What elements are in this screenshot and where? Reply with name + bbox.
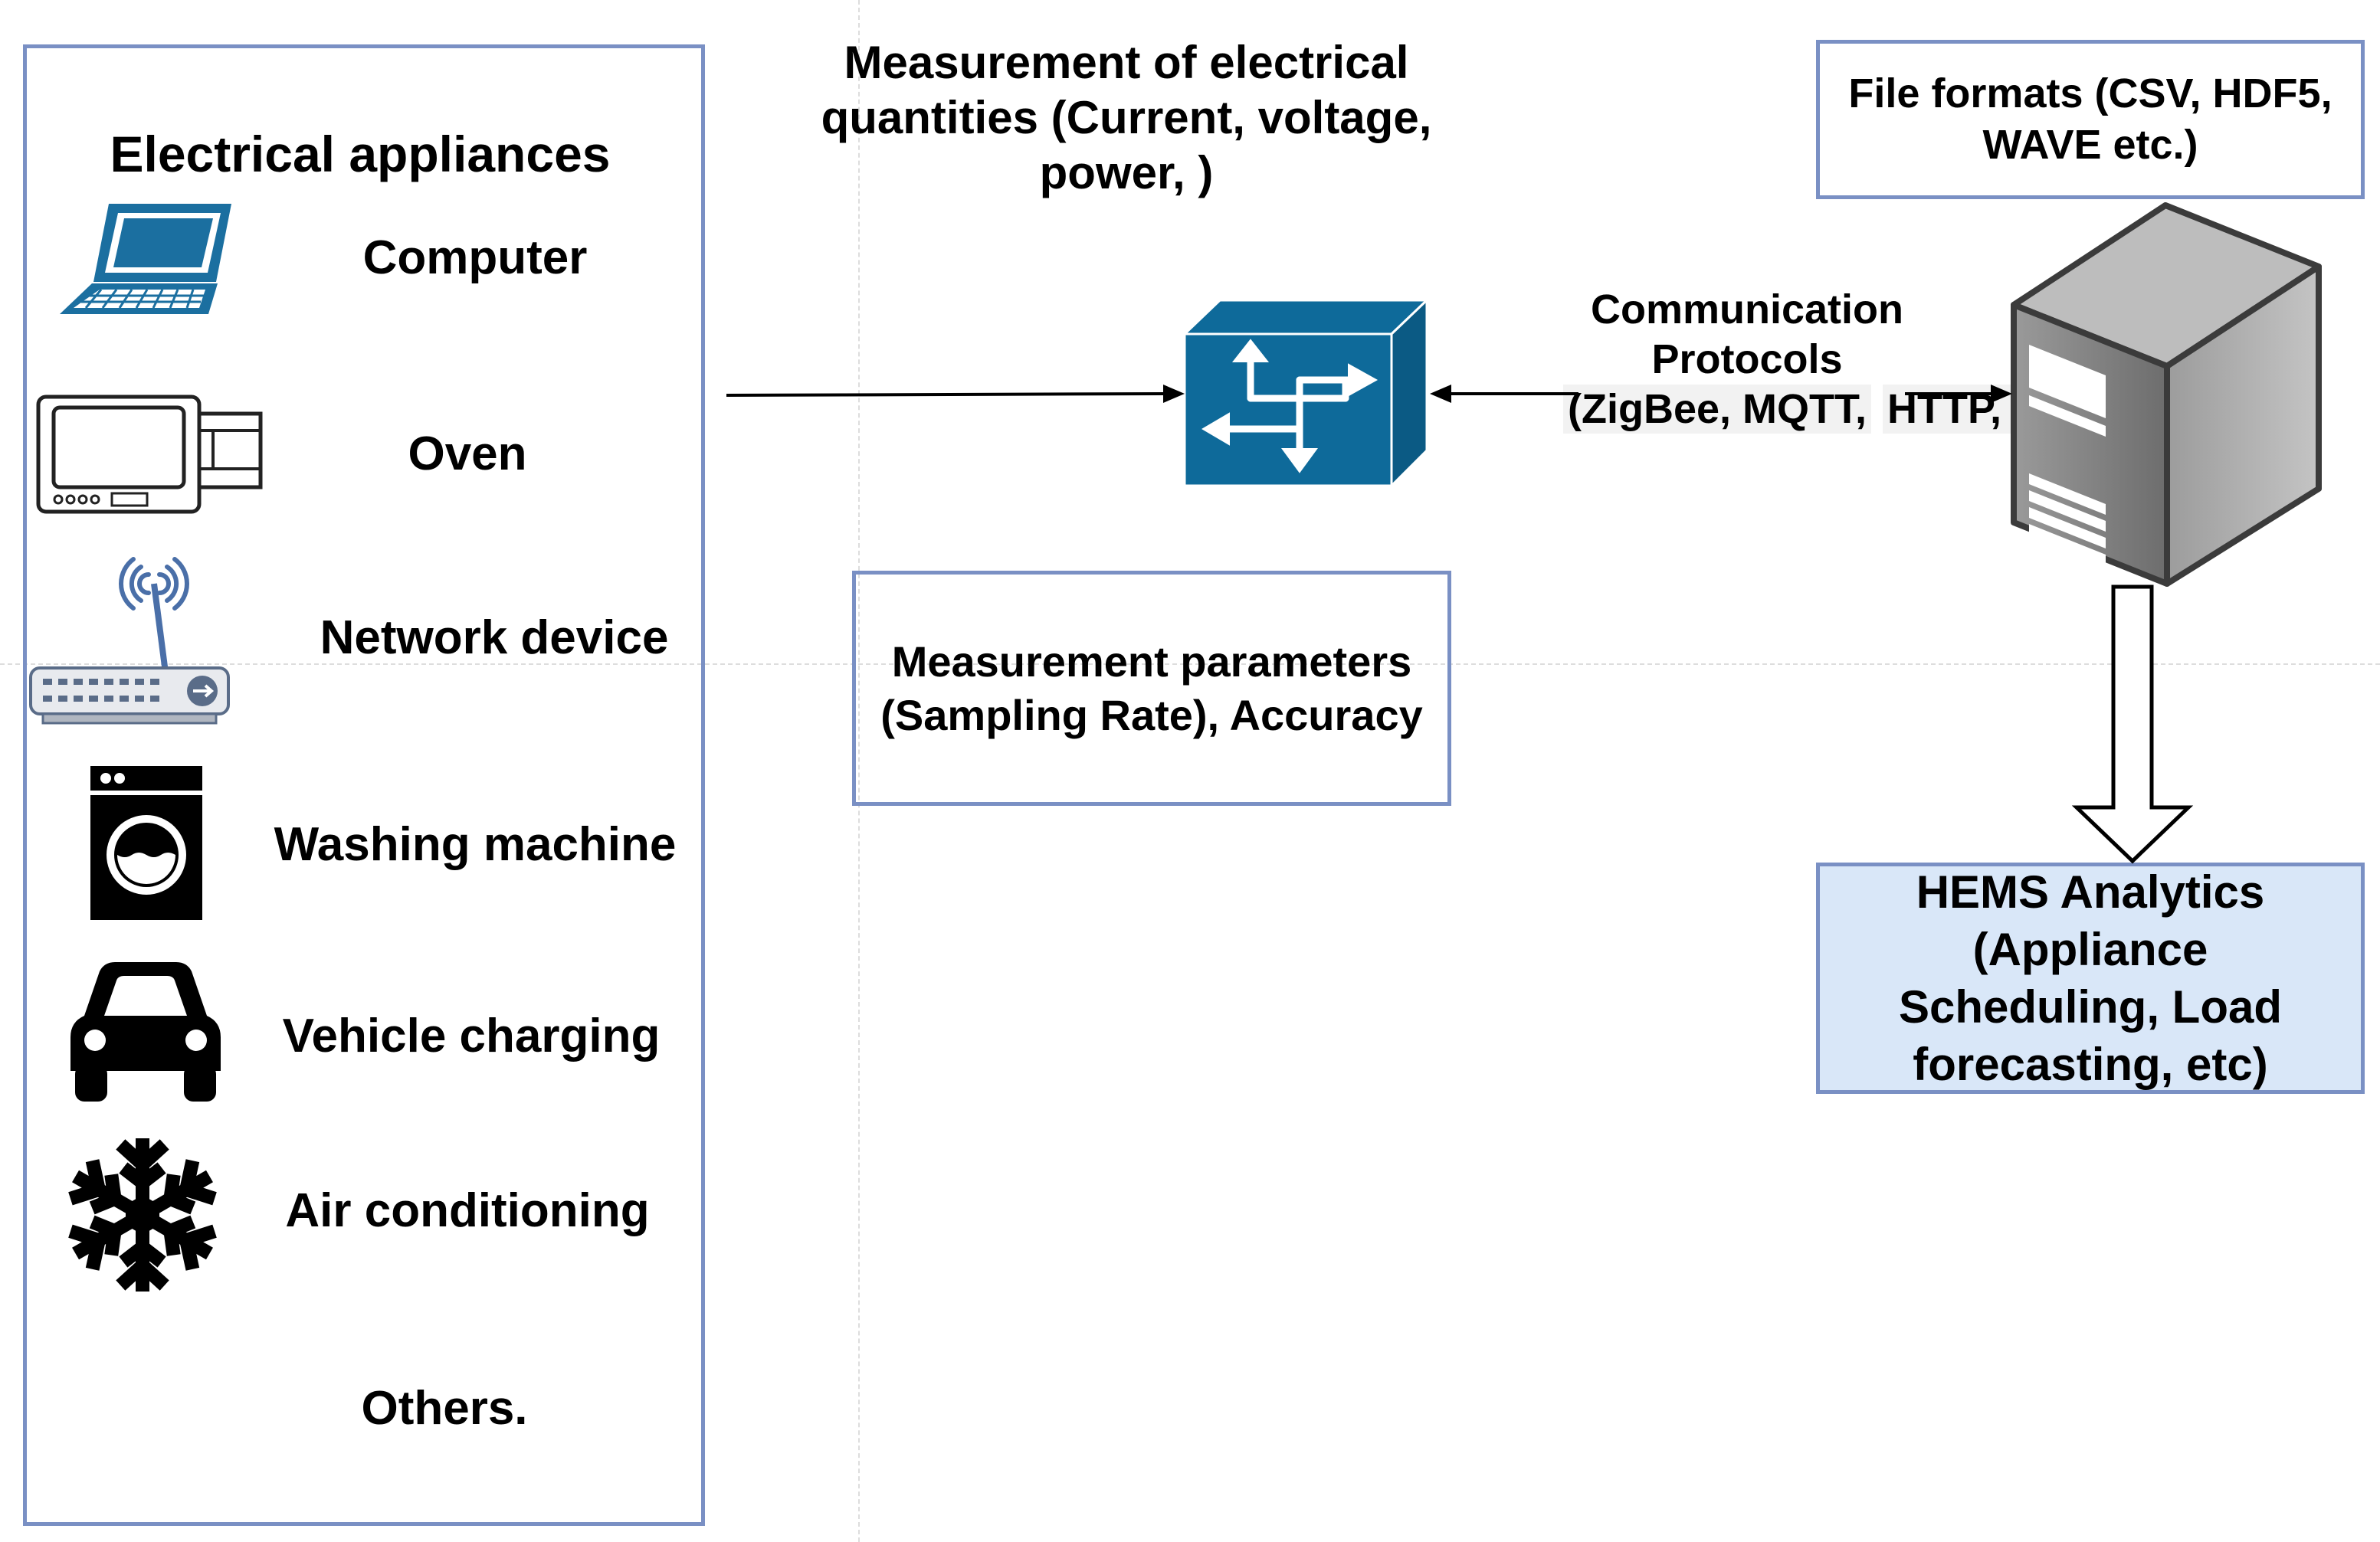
communication-line-2: Protocols [1651, 336, 1843, 382]
appliance-label-oven: Oven [408, 427, 527, 480]
hems-analytics-box: HEMS Analytics (Appliance Scheduling, Lo… [1816, 863, 2365, 1094]
measurement-quantities-line-2: quantities (Current, voltage, [821, 92, 1432, 143]
measurement-parameters-line-1: Measurement parameters [891, 637, 1412, 686]
guide-line-vertical [858, 0, 860, 1542]
communication-protocols-text: Communication Protocols (ZigBee, MQTT, H… [1563, 285, 2103, 434]
measurement-parameters-box: Measurement parameters (Sampling Rate), … [852, 571, 1451, 806]
appliance-label-washing-machine: Washing machine [274, 818, 677, 871]
router-switch-icon [1182, 297, 1430, 494]
measurement-quantities-text: Measurement of electrical quantities (Cu… [774, 35, 1479, 201]
file-formats-line-2: WAVE etc.) [1982, 122, 2198, 168]
router-icon [28, 552, 234, 732]
arrow-appliances-to-router [726, 385, 1185, 403]
server-icon [2009, 198, 2325, 592]
guide-line-horizontal [0, 663, 2380, 665]
appliance-label-air-conditioning: Air conditioning [285, 1184, 650, 1237]
appliances-title: Electrical appliances [110, 126, 611, 182]
washing-machine-icon [89, 764, 204, 925]
snowflake-icon [64, 1138, 221, 1295]
measurement-parameters-line-2: (Sampling Rate), Accuracy [880, 690, 1423, 739]
laptop-icon [55, 198, 239, 324]
appliance-label-others: Others. [361, 1382, 528, 1435]
appliance-label-computer: Computer [362, 231, 588, 284]
oven-icon [35, 392, 265, 519]
communication-line-1: Communication [1590, 286, 1903, 332]
appliance-label-vehicle-charging: Vehicle charging [282, 1010, 661, 1062]
hems-line-3: Scheduling, Load [1898, 981, 2282, 1033]
file-formats-line-1: File formats (CSV, HDF5, [1848, 70, 2332, 116]
file-formats-box: File formats (CSV, HDF5, WAVE etc.) [1816, 40, 2365, 199]
hems-line-4: forecasting, etc) [1913, 1039, 2268, 1090]
car-icon [69, 958, 222, 1107]
appliances-panel [23, 44, 705, 1526]
measurement-quantities-line-3: power, ) [1039, 147, 1214, 198]
appliance-label-network-device: Network device [320, 611, 669, 664]
arrow-router-server [1430, 385, 2012, 403]
hems-line-1: HEMS Analytics [1916, 866, 2265, 918]
hems-line-2: (Appliance [1972, 924, 2208, 975]
measurement-quantities-line-1: Measurement of electrical [844, 37, 1409, 88]
arrow-server-to-hems [2071, 584, 2194, 864]
communication-line-3: (ZigBee, MQTT, [1563, 384, 1871, 434]
